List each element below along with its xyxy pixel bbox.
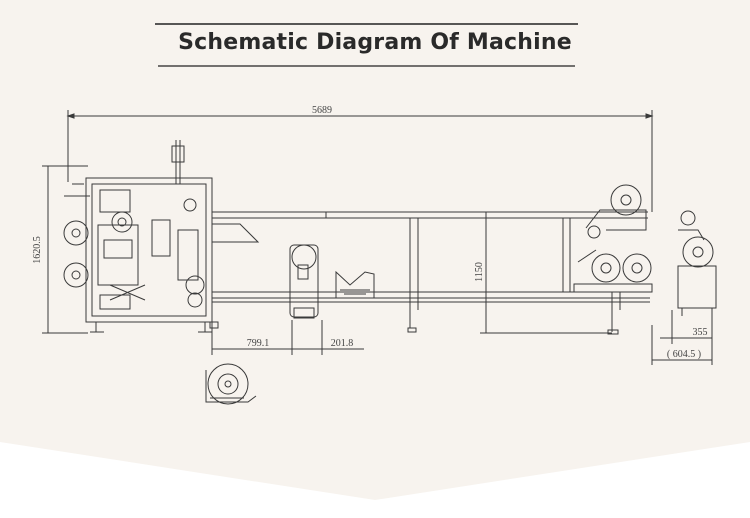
blower-fan: [205, 363, 257, 405]
dim-201: 201.8: [331, 338, 354, 349]
dimension-right: [651, 310, 713, 365]
cutting-station: [289, 244, 319, 319]
waste-winder: [573, 184, 653, 293]
dim-height: 1620.5: [32, 236, 43, 264]
stacking-tray: [335, 270, 375, 299]
rewinder-unit: [677, 210, 717, 316]
dim-355: 355: [693, 327, 708, 338]
forming-station: [63, 140, 260, 333]
dimension-conveyor-height: [480, 212, 612, 334]
dim-conveyor-height: 1150: [474, 262, 485, 282]
dimension-height: [42, 165, 88, 334]
background-panel: [0, 0, 750, 500]
conveyor-frame: [209, 211, 650, 335]
dimension-overall-length: [66, 110, 654, 212]
page-title: Schematic Diagram Of Machine: [178, 30, 572, 55]
dim-604: ( 604.5 ): [667, 349, 701, 360]
dim-overall-length: 5689: [312, 105, 332, 116]
dim-799: 799.1: [247, 338, 270, 349]
